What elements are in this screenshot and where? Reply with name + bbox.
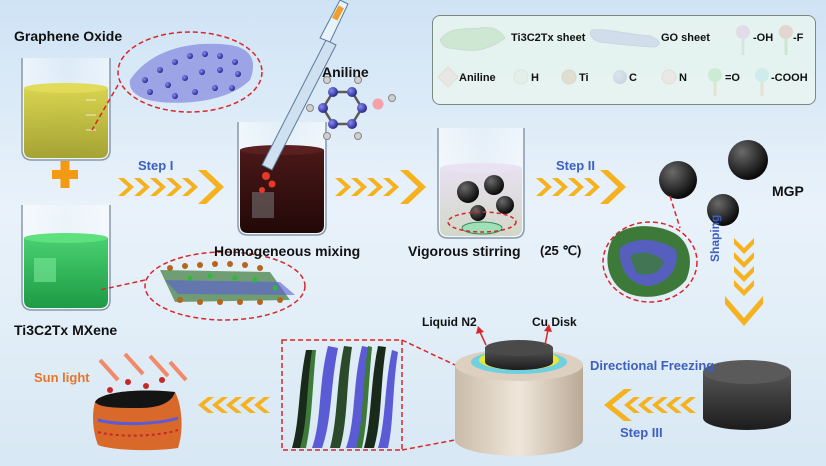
step2-label: Step II — [556, 158, 596, 173]
plus-icon — [52, 161, 78, 188]
directional-freezing-apparatus — [455, 340, 583, 456]
aniline-label: Aniline — [322, 64, 369, 80]
step2-arrow — [536, 170, 626, 204]
liquid-n2-pointer — [476, 326, 487, 346]
legend-oh-label: -OH — [753, 32, 774, 44]
pipette-icon — [259, 0, 349, 193]
mgp-zoom-line — [669, 195, 681, 229]
legend-box: Ti3C2Tx sheet GO sheet -OH -F Aniline H … — [432, 15, 816, 105]
vigorous-stirring-label: Vigorous stirring — [408, 243, 521, 259]
mgp-porous-structure-icon — [607, 226, 690, 297]
mxene-layered-structure-icon — [160, 261, 295, 305]
legend-double-o-label: =O — [725, 72, 740, 84]
legend-cooh-label: -COOH — [771, 72, 808, 84]
mgp-particles — [659, 140, 768, 226]
directional-freezing-label: Directional Freezing — [590, 358, 715, 373]
shaping-label: Shaping — [708, 214, 722, 262]
legend-aniline-label: Aniline — [459, 72, 496, 84]
vigorous-stirring-beaker — [437, 128, 525, 239]
legend-n-label: N — [679, 72, 687, 84]
step3-arrow — [604, 389, 696, 421]
legend-c-label: C — [629, 72, 637, 84]
go-zoom-line — [91, 84, 119, 131]
mxene-beaker — [21, 205, 111, 311]
aligned-porous-structure-icon — [292, 346, 398, 448]
homogeneous-mixing-label: Homogeneous mixing — [214, 243, 361, 259]
cu-disk-label: Cu Disk — [532, 315, 577, 329]
legend-ti3c2tx-label: Ti3C2Tx sheet — [511, 32, 586, 44]
cu-disk-pointer — [544, 324, 552, 346]
sun-light-label: Sun light — [34, 370, 90, 385]
legend-go-label: GO sheet — [661, 32, 710, 44]
graphene-oxide-lattice-icon — [129, 43, 254, 103]
legend-f-label: -F — [793, 32, 804, 44]
go-zoom-circle — [117, 31, 263, 113]
mxene-zoom-circle — [144, 251, 306, 321]
aligned-zoom-line-top — [401, 339, 456, 366]
graphene-oxide-beaker — [21, 58, 111, 161]
mixing-to-stirring-arrow — [335, 170, 426, 204]
graphene-oxide-label: Graphene Oxide — [14, 28, 123, 44]
legend-h-label: H — [531, 72, 539, 84]
step1-label: Step I — [138, 158, 174, 173]
liquid-n2-label: Liquid N2 — [422, 315, 477, 329]
shaping-arrow — [725, 238, 763, 326]
aligned-structure-zoom-box — [281, 339, 403, 451]
step1-arrow — [118, 170, 224, 204]
solar-evaporator-icon — [93, 376, 182, 451]
step3-label: Step III — [620, 425, 663, 440]
sun-light-rays — [98, 352, 188, 382]
aligned-zoom-line-bottom — [401, 439, 456, 451]
legend-ti-label: Ti — [579, 72, 589, 84]
aniline-molecule-icon — [306, 76, 396, 140]
mgp-zoom-circle — [602, 221, 698, 303]
homogeneous-mixing-beaker — [237, 122, 327, 236]
temperature-label: (25 ℃) — [540, 243, 582, 258]
freezing-to-evaporation-arrow — [198, 397, 270, 413]
shaped-mgp-disk — [703, 360, 791, 430]
mxene-label: Ti3C2Tx MXene — [14, 322, 118, 338]
mgp-label: MGP — [772, 183, 804, 199]
